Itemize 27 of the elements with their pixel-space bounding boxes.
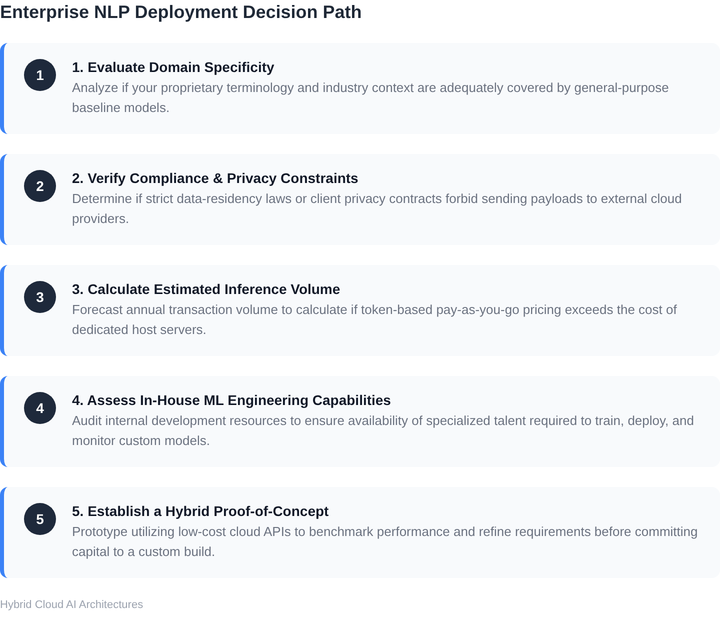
number-circle — [24, 59, 56, 91]
step-description: Prototype utilizing low-cost cloud APIs to benchmark performance and refine requirements before committing capital to a custom build. — [72, 523, 699, 561]
step-heading: 1. Evaluate Domain Specificity — [72, 58, 276, 77]
number-circle — [24, 392, 56, 424]
source-caption: Hybrid Cloud AI Architectures — [0, 598, 144, 613]
step-card — [0, 43, 720, 134]
step-description: Forecast annual transaction volume to calculate if token-based pay-as-you-go pricing exceeds the cost of dedicated host servers. — [72, 301, 678, 339]
number-circle — [24, 281, 56, 313]
step-card — [0, 487, 720, 578]
step-heading: 4. Assess In-House ML Engineering Capabilities — [72, 391, 392, 410]
step-card — [0, 265, 720, 356]
number-circle — [24, 503, 56, 535]
step-description: Analyze if your proprietary terminology and industry context are adequately covered by general-purpose baseline models. — [72, 79, 670, 117]
step-heading: 3. Calculate Estimated Inference Volume — [72, 280, 342, 299]
step-heading: 2. Verify Compliance & Privacy Constraints — [72, 169, 360, 188]
step-number: 1 — [36, 67, 44, 83]
diagram-title: Enterprise NLP Deployment Decision Path — [0, 1, 363, 23]
step-number: 5 — [36, 511, 44, 527]
number-circle — [24, 170, 56, 202]
step-heading: 5. Establish a Hybrid Proof-of-Concept — [72, 502, 330, 521]
step-number: 3 — [36, 289, 44, 305]
step-number: 4 — [36, 400, 44, 416]
step-card — [0, 154, 720, 245]
step-description: Determine if strict data-residency laws or client privacy contracts forbid sending payloads to external cloud providers. — [72, 190, 683, 228]
step-card — [0, 376, 720, 467]
step-description: Audit internal development resources to ensure availability of specialized talent required to train, deploy, and monitor custom models. — [72, 412, 695, 450]
step-number: 2 — [36, 178, 44, 194]
